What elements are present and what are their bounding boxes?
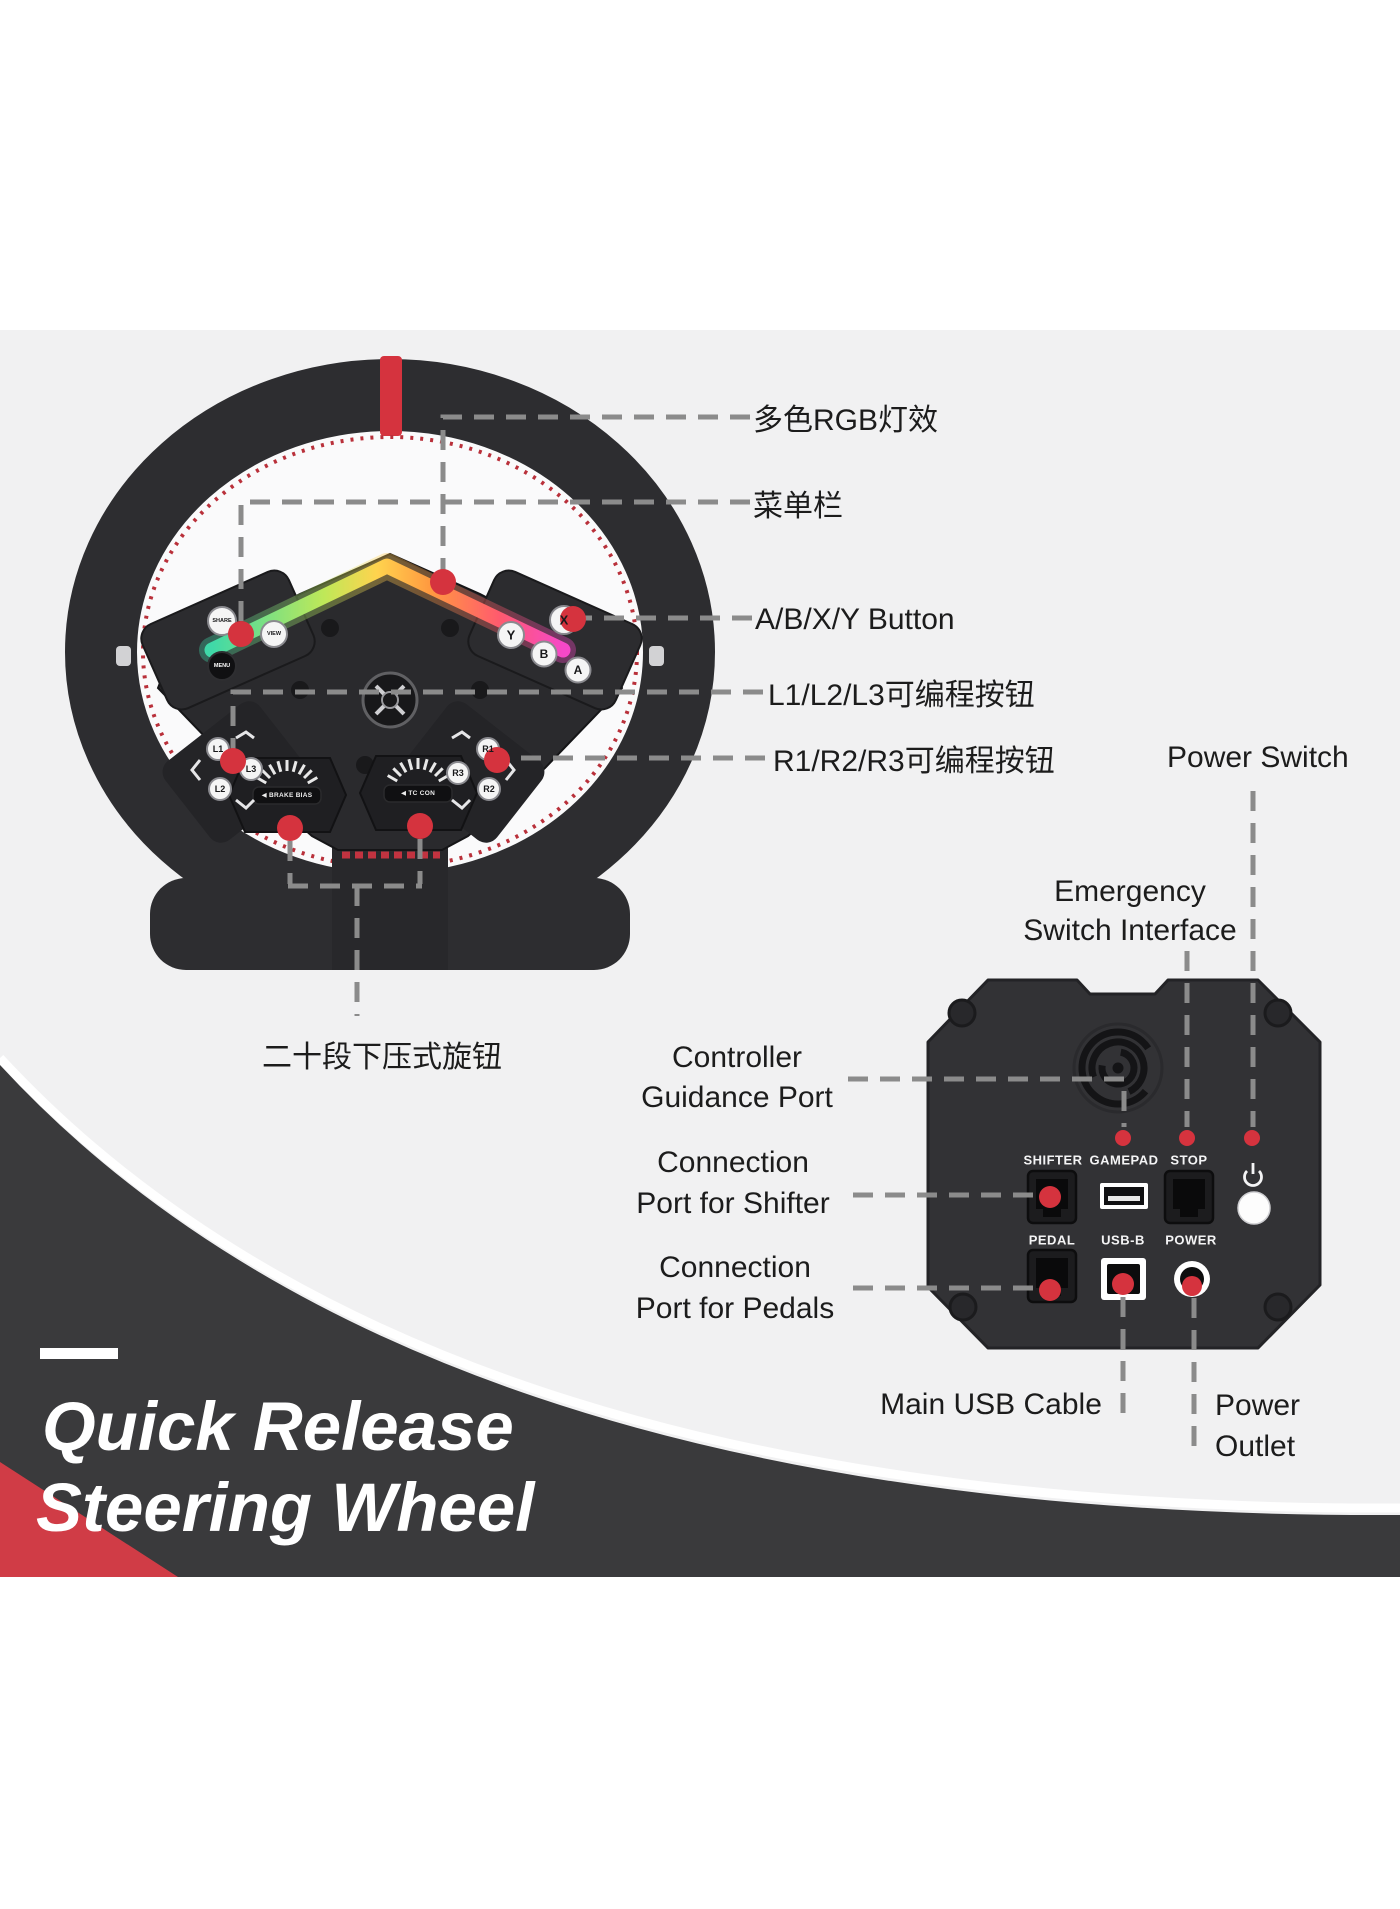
r3-button [446, 761, 470, 785]
stop-port-label: STOP [1170, 1152, 1208, 1168]
y-button-label: Y [506, 627, 516, 643]
power-indicator-dot [1244, 1130, 1260, 1146]
menu-button [207, 651, 237, 681]
l2-button-label: L2 [214, 784, 226, 794]
b-button [530, 640, 558, 668]
a-button-label: A [573, 663, 583, 677]
r3-button-label: R3 [452, 768, 464, 778]
r-dot [484, 747, 510, 773]
knob-left-dot [277, 815, 303, 841]
banner-title-line1: Quick Release [42, 1388, 514, 1465]
controller-line1: Controller [671, 1041, 803, 1074]
gamepad-port-label: GAMEPAD [1089, 1152, 1159, 1168]
outlet-line1: Power [1215, 1389, 1301, 1422]
l2-button [208, 777, 232, 801]
fan-grille [1072, 1022, 1164, 1114]
knob-right-dot [407, 813, 433, 839]
b-button-label: B [539, 647, 549, 661]
view-button [260, 620, 288, 648]
pedal-port-dot [1039, 1279, 1061, 1301]
callout-rgb-label: 多色RGB灯效 [753, 404, 939, 437]
rgb-dot [430, 569, 456, 595]
callout-power-switch-label: Power Switch [1167, 741, 1349, 774]
x-button-label: X [559, 612, 569, 628]
menu-button-label: MENU [213, 663, 231, 669]
steering-wheel [65, 356, 715, 970]
rgb-callout-line [440, 414, 750, 571]
share-button [207, 606, 237, 636]
tc-knob-label: ◀ TC CON [400, 790, 436, 797]
callout-knob-label: 二十段下压式旋钮 [262, 1041, 502, 1074]
wheel-center-stripe [380, 356, 402, 436]
gamepad-indicator-dot [1115, 1130, 1131, 1146]
share-button-label: SHARE [212, 618, 232, 624]
l-callout-line [230, 689, 763, 750]
pedals-line1: Connection [659, 1251, 811, 1284]
usb-port-dot [1112, 1273, 1134, 1295]
shifter-line2: Port for Shifter [636, 1187, 830, 1220]
abxy-dot [560, 606, 586, 632]
callout-abxy-label: A/B/X/Y Button [755, 603, 955, 636]
callout-main-usb-label: Main USB Cable [880, 1388, 1102, 1421]
callout-emergency-label: Emergency Switch Interface [1023, 872, 1236, 950]
l3-button-label: L3 [245, 764, 257, 774]
r2-button [477, 777, 501, 801]
pxn-logo [361, 671, 419, 729]
outlet-line2: Outlet [1215, 1430, 1296, 1463]
shifter-line1: Connection [657, 1146, 809, 1179]
view-button-label: VIEW [266, 631, 282, 637]
pedal-port-label: PEDAL [1028, 1232, 1076, 1248]
pedals-line2: Port for Pedals [635, 1292, 835, 1325]
banner [0, 1054, 1400, 1577]
callout-shifter-label: Connection Port for Shifter [636, 1142, 829, 1224]
menu-callout-line [238, 499, 750, 623]
callout-menu-label: 菜单栏 [753, 490, 843, 523]
power-symbol-icon [1243, 1170, 1263, 1187]
callout-controller-label: Controller Guidance Port [641, 1038, 833, 1118]
l1-button-label: L1 [212, 744, 224, 754]
controller-line2: Guidance Port [641, 1081, 833, 1114]
l-dot [220, 748, 246, 774]
a-button [564, 656, 592, 684]
banner-dark-band [0, 1065, 1400, 1577]
callout-l-label: L1/L2/L3可编程按钮 [768, 679, 1035, 712]
callout-power-outlet-label: Power Outlet [1215, 1385, 1300, 1467]
power-switch-button [1237, 1163, 1271, 1225]
banner-dash [40, 1348, 118, 1359]
y-button [497, 621, 525, 649]
shifter-port-label: SHIFTER [1023, 1152, 1083, 1168]
callout-r-label: R1/R2/R3可编程按钮 [773, 745, 1055, 778]
banner-white-edge [0, 1054, 1400, 1513]
callout-pedals-label: Connection Port for Pedals [636, 1247, 834, 1329]
power-port-label: POWER [1165, 1232, 1217, 1248]
shifter-port-dot [1039, 1186, 1061, 1208]
r2-button-label: R2 [483, 784, 495, 794]
stop-indicator-dot [1179, 1130, 1195, 1146]
emergency-line2: Switch Interface [1023, 914, 1237, 947]
banner-title-line2: Steering Wheel [36, 1469, 535, 1546]
usb-b-port-label: USB-B [1101, 1232, 1145, 1248]
steering-column [332, 828, 448, 970]
callout-dots [220, 569, 1202, 1301]
emergency-line1: Emergency [1054, 875, 1206, 908]
gamepad-usb-a-port [1100, 1183, 1148, 1209]
banner-red-triangle [0, 1462, 178, 1577]
stop-port [1163, 1169, 1215, 1225]
base-screws [947, 998, 1293, 1322]
callout-lines [230, 414, 1256, 1456]
controller-callout-line [848, 1076, 1127, 1127]
menu-dot [228, 621, 254, 647]
r1-button-label: R1 [482, 744, 494, 754]
brake-bias-knob-label: ◀ BRAKE BIAS [261, 792, 313, 799]
outlet-dot [1182, 1276, 1202, 1296]
